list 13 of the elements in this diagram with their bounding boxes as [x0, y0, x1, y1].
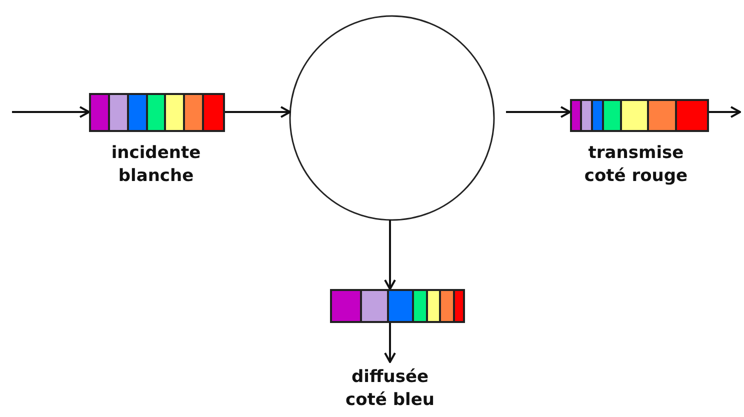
spectrum-bar — [570, 99, 709, 132]
text-label: diffusée coté bleu — [328, 366, 452, 412]
arrow — [506, 106, 571, 118]
arrow — [709, 106, 741, 118]
spectrum-bar — [89, 93, 225, 132]
circle — [289, 15, 495, 221]
arrow — [384, 220, 396, 290]
arrow — [384, 323, 396, 363]
arrow — [225, 106, 291, 118]
node-label: incidente blanche — [110, 142, 202, 188]
arrow — [12, 106, 90, 118]
node-label: transmise coté rouge — [583, 142, 689, 188]
spectrum-bar — [330, 289, 465, 323]
